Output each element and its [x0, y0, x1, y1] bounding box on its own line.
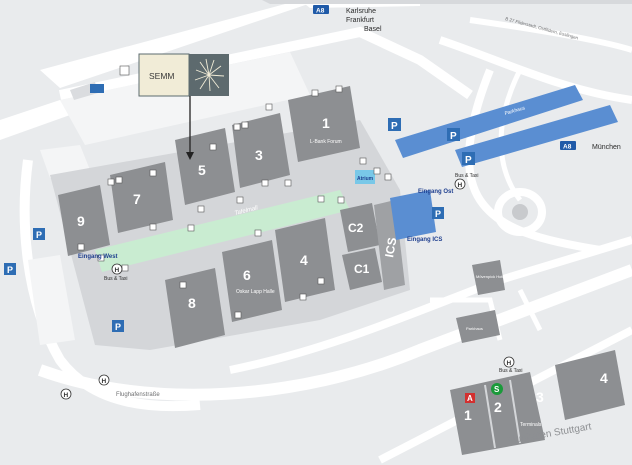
fuel-station-icon	[119, 65, 130, 76]
hall-8-label: 8	[188, 295, 196, 311]
terminal-3-label: 3	[536, 389, 544, 405]
hall-7-label: 7	[133, 191, 141, 207]
semm-label-box	[138, 53, 190, 97]
bus-taxi-east-label: Bus & Taxi	[455, 173, 479, 179]
hall-3-label: 3	[255, 147, 263, 163]
parking-sign-parkhaus-2	[462, 152, 475, 165]
flughafenstrasse-label: Flughafenstraße	[116, 392, 160, 398]
svg-text:P: P	[115, 322, 121, 332]
hall-c1[interactable]	[342, 248, 382, 290]
bus-stops: H H H H H	[60, 178, 515, 400]
hotel-label: Mövenpick Hotel	[476, 274, 506, 279]
bus-parking-icon	[90, 84, 104, 93]
hall-7[interactable]	[110, 162, 173, 233]
hall-4-label: 4	[300, 252, 308, 268]
svg-text:H: H	[102, 378, 107, 385]
parking-sign-text: P	[435, 209, 441, 219]
hall-3[interactable]	[232, 113, 290, 188]
mall-label: Tafelmall	[234, 205, 259, 217]
parkhaus: Parkhaus P P	[395, 85, 618, 167]
semm-pointer-arrowhead	[186, 152, 194, 160]
destination-basel: Basel	[364, 26, 382, 33]
bus-stop-west	[111, 263, 123, 275]
terminal-2-label: 2	[494, 399, 502, 415]
hall-6[interactable]	[222, 240, 282, 322]
destination-muenchen: München	[592, 144, 621, 151]
parking-sign-south-west	[112, 320, 124, 332]
a8-north-badge	[313, 5, 329, 14]
hall-c1-label: C1	[354, 262, 370, 276]
svg-text:P: P	[7, 265, 13, 275]
terminals-label: Terminals	[520, 422, 542, 428]
tafelmall	[95, 190, 350, 272]
parking-sign-far-west	[4, 263, 16, 275]
parking-sign-north-east	[388, 118, 401, 131]
sbahn-station-icon	[491, 383, 503, 395]
atrium	[355, 170, 375, 184]
airport: 1 2 3 4 Terminals Flughafen Stuttgart A …	[450, 350, 625, 455]
svg-text:H: H	[64, 392, 69, 399]
hall-1-label: 1	[322, 115, 330, 131]
sbahn-label: S	[494, 385, 500, 394]
destination-karlsruhe: Karlsruhe	[346, 8, 376, 15]
svg-text:P: P	[36, 230, 42, 240]
bus-taxi-west-label: Bus & Taxi	[104, 276, 128, 282]
parking-signs: P P P P	[4, 118, 401, 332]
hall-1[interactable]	[288, 86, 360, 162]
atrium-label: Atrium	[357, 176, 374, 182]
semm-label: SEMM	[149, 71, 175, 81]
parking-sign-east	[432, 207, 444, 219]
svg-text:H: H	[507, 360, 512, 367]
terminal-4-label: 4	[600, 370, 608, 386]
hall-1-name: L-Bank Forum	[310, 139, 342, 145]
hall-c2[interactable]	[340, 203, 380, 252]
hall-5-label: 5	[198, 162, 206, 178]
svg-text:H: H	[115, 267, 120, 274]
ics-label: ICS	[382, 236, 399, 258]
entrance-ics-label: Eingang ICS	[407, 237, 442, 243]
entrance-west-label: Eingang West	[78, 254, 118, 260]
a8-east-text: A8	[563, 144, 572, 151]
parking-sign-west	[33, 228, 45, 240]
bus-stop-south	[98, 374, 110, 386]
parking-sign-text: P	[465, 155, 472, 166]
hall-9[interactable]	[58, 185, 110, 256]
semm-callout: SEMM	[138, 53, 229, 160]
bus-stop-east	[454, 178, 466, 190]
parkhaus-label: Parkhaus	[504, 105, 526, 117]
hall-6-label: 6	[243, 267, 251, 283]
a8-north-text: A8	[316, 8, 325, 15]
highway-east: A8 München	[560, 141, 621, 151]
terminal-building	[450, 372, 545, 455]
terminal-1-label: 1	[464, 407, 472, 423]
hall-9-label: 9	[77, 213, 85, 229]
hall-c2-label: C2	[348, 221, 364, 235]
hotel-building	[472, 260, 505, 295]
bus-taxi-terminal-label: Bus & Taxi	[499, 368, 523, 374]
parking-lots	[28, 52, 310, 345]
facility-icons	[77, 85, 392, 319]
hall-6-name: Oskar Lapp Halle	[236, 289, 275, 295]
parking-sign-parkhaus-1	[447, 128, 460, 141]
airport-parking-building	[456, 310, 500, 343]
svg-text:H: H	[458, 182, 463, 189]
highway-north: A8 Karlsruhe Frankfurt Basel	[313, 5, 382, 33]
ubahn-label: A	[467, 394, 473, 403]
bus-stop-southwest	[60, 388, 72, 400]
semm-starburst-icon	[194, 58, 225, 92]
a8-east-badge	[560, 141, 576, 150]
svg-text:P: P	[391, 121, 398, 132]
parking-sign-text: P	[450, 131, 457, 142]
terminal-4-building	[555, 350, 625, 420]
ubahn-station-icon	[465, 393, 475, 403]
bus-stop-terminal	[503, 356, 515, 368]
airport-parking-label: Parkhaus	[466, 326, 483, 331]
parking-east-entrance	[390, 190, 436, 240]
entrance-east-label: Eingang Ost	[418, 189, 453, 195]
destination-frankfurt: Frankfurt	[346, 17, 374, 24]
halls: 9 7 5 3 1 L-Bank Forum 8 6 Oskar Lapp Ha…	[58, 86, 405, 348]
